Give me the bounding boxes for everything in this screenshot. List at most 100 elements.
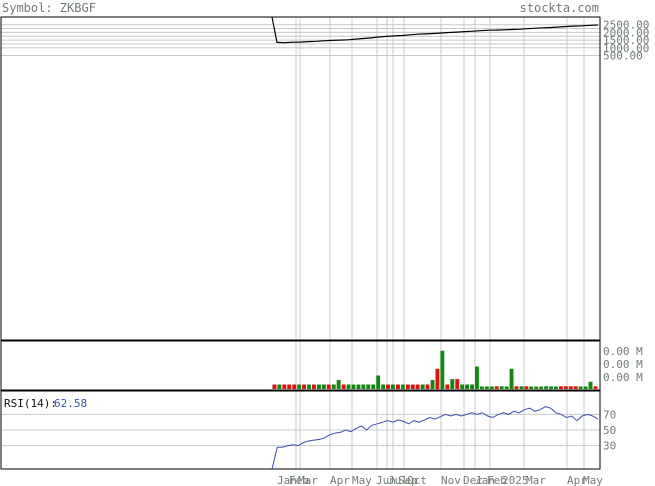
x-axis-label: Dec xyxy=(463,474,483,486)
volume-bar xyxy=(346,384,351,389)
volume-bar xyxy=(450,379,455,389)
volume-bar xyxy=(297,384,302,389)
volume-bar xyxy=(400,384,405,389)
volume-bar xyxy=(504,386,509,389)
rsi-current-value: 62.58 xyxy=(54,397,87,410)
volume-bar xyxy=(519,386,524,389)
volume-bar xyxy=(544,386,549,389)
price-y-tick-label: 2500.00 xyxy=(603,19,649,32)
volume-bar xyxy=(376,375,381,389)
volume-bar xyxy=(460,384,465,389)
rsi-y-tick-label: 30 xyxy=(603,440,616,453)
volume-bar xyxy=(475,366,479,389)
volume-y-tick-label: 0.00 M xyxy=(603,358,643,371)
symbol-label: Symbol: ZKBGF xyxy=(2,1,96,15)
rsi-label: RSI(14): xyxy=(4,397,57,410)
price-y-tick-label: 2000.00 xyxy=(603,26,649,39)
volume-bar xyxy=(455,379,460,389)
x-axis-label: Sep xyxy=(398,474,418,486)
x-axis-label: Jun xyxy=(376,474,396,486)
x-axis-label: Oct xyxy=(407,474,427,486)
volume-bar xyxy=(514,386,519,389)
volume-bar xyxy=(292,384,297,389)
volume-bar xyxy=(470,384,474,389)
volume-y-tick-label: 0.00 M xyxy=(603,371,643,384)
volume-bar xyxy=(539,386,544,389)
price-panel-frame xyxy=(0,16,601,341)
volume-bar xyxy=(371,384,376,389)
x-axis-label: Mar xyxy=(298,474,318,486)
volume-bar xyxy=(420,384,425,389)
volume-bar xyxy=(415,384,420,389)
volume-bar xyxy=(317,384,321,389)
volume-bar xyxy=(568,386,573,389)
price-vertical-gridlines xyxy=(295,17,585,340)
volume-bar xyxy=(554,386,558,389)
volume-bar xyxy=(336,380,341,389)
rsi-panel-frame xyxy=(0,390,601,470)
volume-bar xyxy=(410,384,415,389)
volume-bar xyxy=(529,386,534,389)
volume-bar xyxy=(445,384,450,389)
volume-bar xyxy=(563,386,568,389)
volume-bar xyxy=(341,384,346,389)
volume-bar xyxy=(391,384,395,389)
volume-bar xyxy=(425,384,430,389)
volume-bar xyxy=(277,384,282,389)
price-y-tick-label: 500.00 xyxy=(603,49,643,62)
price-y-tick-label: 1000.00 xyxy=(603,42,649,55)
x-axis-label: Apr xyxy=(567,474,587,486)
volume-bar xyxy=(282,384,287,389)
volume-bar xyxy=(396,384,400,389)
volume-y-tick-label: 0.00 M xyxy=(603,345,643,358)
rsi-y-tick-labels: 70 50 30 xyxy=(603,408,616,452)
volume-bar xyxy=(578,386,583,389)
x-axis-label: 2025 xyxy=(502,474,529,486)
volume-bar xyxy=(405,384,410,389)
volume-y-tick-labels: 0.00 M0.00 M0.00 M xyxy=(603,345,643,384)
volume-bar xyxy=(302,384,306,389)
volume-bar xyxy=(499,386,504,389)
rsi-series xyxy=(271,406,599,470)
volume-bar xyxy=(307,384,311,389)
volume-bar xyxy=(312,384,316,389)
volume-bar xyxy=(509,368,514,390)
volume-bar xyxy=(440,350,445,390)
price-line xyxy=(271,16,599,44)
volume-bar xyxy=(489,386,494,389)
rsi-y-tick-label: 50 xyxy=(603,424,616,437)
volume-bar xyxy=(534,386,539,389)
volume-bars xyxy=(272,350,598,390)
volume-bar xyxy=(573,386,578,389)
volume-bar xyxy=(331,384,336,389)
volume-bar xyxy=(386,384,390,389)
volume-bar xyxy=(430,380,435,389)
volume-bar xyxy=(326,384,331,389)
x-axis-label: May xyxy=(583,474,603,486)
x-axis-label: Jan xyxy=(277,474,297,486)
x-axis-label: Jan xyxy=(475,474,495,486)
volume-bar xyxy=(494,386,499,389)
volume-bar xyxy=(465,384,469,389)
rsi-y-tick-label: 70 xyxy=(603,408,616,421)
rsi-line xyxy=(271,406,599,470)
volume-bar xyxy=(321,384,326,389)
volume-bar xyxy=(361,384,366,389)
volume-bar xyxy=(272,384,277,389)
x-axis-label: May xyxy=(352,474,372,486)
volume-bar xyxy=(366,384,371,389)
volume-bar xyxy=(484,386,489,389)
x-axis-label: Feb xyxy=(487,474,507,486)
x-axis-label: Nov xyxy=(441,474,461,486)
x-axis-label: Apr xyxy=(330,474,350,486)
x-axis-label: Feb xyxy=(289,474,309,486)
volume-bar xyxy=(356,384,361,389)
price-y-tick-label: 1500.00 xyxy=(603,34,649,47)
volume-bar xyxy=(593,386,598,389)
volume-bar xyxy=(381,384,386,389)
x-axis-label: Jul xyxy=(388,474,408,486)
